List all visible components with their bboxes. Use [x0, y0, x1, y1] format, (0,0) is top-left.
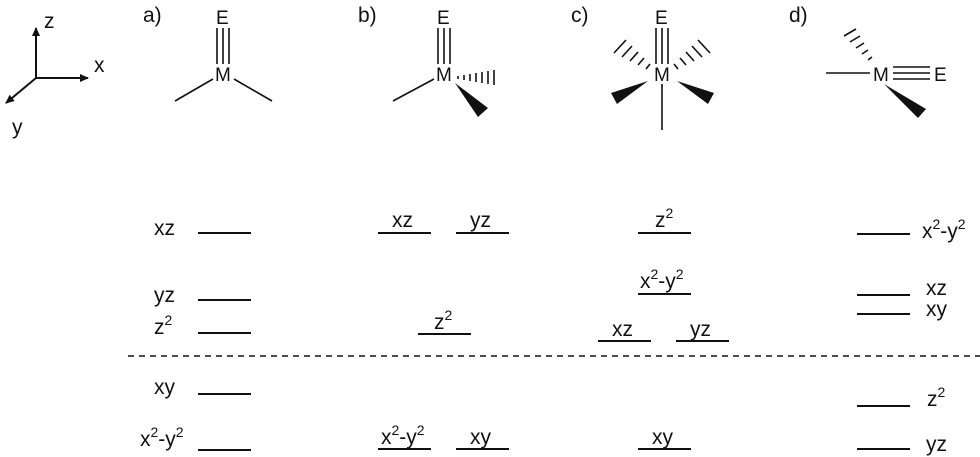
panel-label-c: c) [571, 4, 589, 27]
axis-label-z: z [44, 10, 55, 33]
panel-label-a: a) [143, 4, 162, 27]
structure-c: E M [611, 8, 714, 130]
atom-m-b: M [436, 65, 452, 86]
level-label-c-yz: yz [690, 318, 711, 341]
level-label-a-xy: xy [154, 376, 176, 399]
level-label-b-x2y2: x2-y2 [381, 422, 425, 449]
coordinate-axes: z x y [5, 10, 105, 139]
level-label-d-z2: z2 [927, 384, 946, 411]
atom-e-d: E [934, 65, 947, 86]
atom-e-a: E [216, 8, 229, 29]
level-label-b-z2: z2 [434, 307, 453, 334]
level-label-d-yz: yz [926, 433, 947, 456]
atom-m-d: M [873, 65, 889, 86]
levels-panel-d: x2-y2 xz xy z2 yz [857, 216, 966, 456]
structure-d: M E [826, 28, 947, 118]
atom-e-b: E [437, 8, 450, 29]
levels-panel-b: xz yz z2 x2-y2 xy [378, 209, 509, 450]
structure-b: E M [392, 8, 495, 117]
panel-label-b: b) [358, 4, 377, 27]
level-label-c-xy: xy [652, 426, 674, 449]
level-label-d-x2y2: x2-y2 [922, 216, 966, 243]
level-label-c-xz: xz [612, 318, 633, 341]
levels-panel-a: xz yz z2 xy x2-y2 [140, 217, 251, 451]
level-label-d-xy: xy [926, 298, 948, 321]
axis-label-y: y [12, 116, 23, 139]
atom-m-c: M [654, 65, 670, 86]
level-label-b-xy: xy [470, 426, 492, 449]
structure-a: E M [174, 8, 273, 102]
level-label-d-xz: xz [926, 277, 947, 300]
levels-panel-c: z2 x2-y2 xz yz xy [598, 205, 729, 450]
axis-label-x: x [94, 54, 105, 77]
level-label-a-z2: z2 [154, 312, 173, 339]
atom-m-a: M [215, 65, 231, 86]
level-label-a-xz: xz [154, 217, 175, 240]
level-label-a-yz: yz [154, 284, 175, 307]
level-label-c-x2y2: x2-y2 [640, 266, 684, 293]
level-label-a-x2y2: x2-y2 [140, 424, 184, 451]
level-label-c-z2: z2 [655, 205, 674, 232]
atom-e-c: E [655, 8, 668, 29]
level-label-b-xz: xz [392, 209, 413, 232]
panel-label-d: d) [789, 4, 808, 27]
level-label-b-yz: yz [470, 209, 491, 232]
